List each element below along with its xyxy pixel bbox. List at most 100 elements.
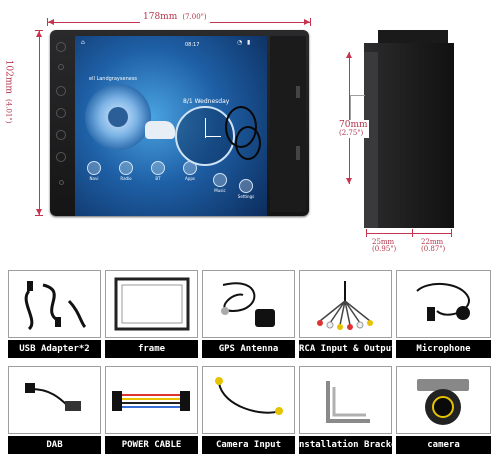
clock-icon (175, 106, 235, 166)
usb-cable-icon (24, 281, 87, 331)
side-dimension-tick-3 (451, 229, 452, 237)
accessory-label-power-cable: POWER CABLE (105, 436, 198, 454)
settings-icon (239, 179, 253, 193)
car-image-icon (145, 121, 175, 139)
app-navi[interactable]: Navi (85, 161, 103, 181)
head-unit-screen: ⌂ ◔ ▮ 08:17 ell Landgrayseness 8/1 Wedne… (75, 36, 267, 216)
height-dimension-label: 102mm (4.01") (2, 56, 22, 127)
height-dimension-arrow-down (36, 209, 42, 215)
bluetooth-icon (151, 161, 165, 175)
accessory-tile-power-cable (105, 366, 198, 434)
app-music-label: Music (214, 188, 226, 193)
app-dock: Navi Radio BT Apps Music Settings (75, 161, 267, 201)
width-dimension-arrow-left (48, 19, 54, 25)
height-dimension-tick-bottom (35, 215, 43, 216)
depth-mm: 70mm (339, 120, 368, 130)
accessory-tile-bracket (299, 366, 392, 434)
home-status-icon: ⌂ (81, 39, 85, 46)
side-a-mm: 25mm (372, 238, 395, 246)
power-button-icon (56, 42, 66, 52)
width-dimension-label: 178mm (7.00") (140, 4, 210, 23)
mic-hole-icon (58, 64, 64, 70)
accessory-tile-rca (299, 270, 392, 338)
music-widget-title: ell Landgrayseness (89, 76, 138, 82)
power-cable-icon (112, 391, 190, 411)
status-time: 08:17 (185, 42, 200, 48)
head-unit-button-strip (52, 34, 72, 210)
frame-icon (114, 277, 190, 331)
head-unit-right-bezel (270, 36, 306, 212)
depth-dimension-line (349, 52, 350, 184)
accessory-tile-frame (105, 270, 198, 338)
side-b-dimension-label: 22mm (0.87") (421, 239, 445, 253)
accessory-label-frame: frame (105, 340, 198, 358)
side-dimension-tick-1 (366, 229, 367, 237)
accessory-tile-camera-input (202, 366, 295, 434)
app-radio[interactable]: Radio (117, 161, 135, 181)
accessory-label-rca: RCA Input & Output (299, 340, 392, 358)
width-dimension-tick-right (310, 18, 311, 26)
depth-inch: (2.75") (339, 129, 364, 137)
depth-dimension-arrow-up (346, 52, 352, 58)
accessory-label-usb: USB Adapter*2 (8, 340, 101, 358)
navigation-icon (87, 161, 101, 175)
sd-slot-icon (296, 146, 300, 160)
accessory-tile-dab (8, 366, 101, 434)
side-b-inch: (0.87") (421, 245, 446, 253)
camera-icon (417, 379, 469, 425)
accessory-tile-usb (8, 270, 101, 338)
app-settings-label: Settings (237, 194, 255, 199)
accessory-tile-microphone (396, 270, 491, 338)
height-mm: 102mm (3, 59, 14, 94)
camera-input-cable-icon (215, 377, 283, 415)
width-dimension-tick-left (47, 18, 48, 26)
accessory-tile-camera (396, 366, 491, 434)
status-bar: ⌂ ◔ ▮ (75, 36, 267, 48)
app-apps[interactable]: Apps (181, 161, 199, 181)
app-music[interactable]: Music (211, 173, 229, 193)
app-settings[interactable]: Settings (237, 179, 255, 199)
accessory-tile-gps (202, 270, 295, 338)
music-disc-icon (85, 84, 151, 150)
reset-hole-icon (59, 180, 64, 185)
accessory-label-camera: camera (396, 436, 491, 454)
width-inch: (7.00") (182, 13, 207, 21)
height-dimension-tick-top (35, 30, 43, 31)
cable-coil-icon-2 (235, 126, 261, 160)
accessory-label-gps: GPS Antenna (202, 340, 295, 358)
app-bt[interactable]: BT (149, 161, 167, 181)
depth-dimension-arrow-down (346, 178, 352, 184)
height-dimension-arrow-up (36, 31, 42, 37)
side-dimension-line (366, 233, 452, 234)
music-icon (213, 173, 227, 187)
side-dimension-tick-2 (412, 229, 413, 237)
width-dimension-arrow-right (304, 19, 310, 25)
height-inch: (4.01") (4, 99, 13, 124)
app-radio-label: Radio (120, 176, 132, 181)
side-b-mm: 22mm (421, 238, 444, 246)
rca-cable-icon (317, 281, 373, 330)
wifi-status-icon: ◔ (237, 39, 243, 46)
side-unit-faceplate (364, 52, 378, 228)
back-button-icon (56, 108, 66, 118)
accessory-label-microphone: Microphone (396, 340, 491, 358)
accessory-label-bracket: nstallation Bracket (299, 436, 392, 454)
head-unit-side-view (364, 43, 454, 228)
home-button-icon (56, 86, 66, 96)
apps-icon (183, 161, 197, 175)
width-mm: 178mm (143, 12, 178, 22)
bracket-icon (326, 381, 370, 423)
clock-widget-date: 8/1 Wednesday (183, 98, 230, 105)
height-dimension-line (39, 30, 40, 216)
app-bt-label: BT (155, 176, 161, 181)
side-a-inch: (0.95") (372, 245, 397, 253)
accessory-label-dab: DAB (8, 436, 101, 454)
microphone-icon (416, 283, 470, 321)
volume-up-button-icon (56, 130, 66, 140)
depth-dimension-label: 70mm (2.75") (338, 120, 369, 138)
dab-antenna-icon (25, 383, 81, 411)
radio-icon (119, 161, 133, 175)
side-a-dimension-label: 25mm (0.95") (372, 239, 396, 253)
signal-status-icon: ▮ (247, 39, 251, 46)
volume-down-button-icon (56, 152, 66, 162)
